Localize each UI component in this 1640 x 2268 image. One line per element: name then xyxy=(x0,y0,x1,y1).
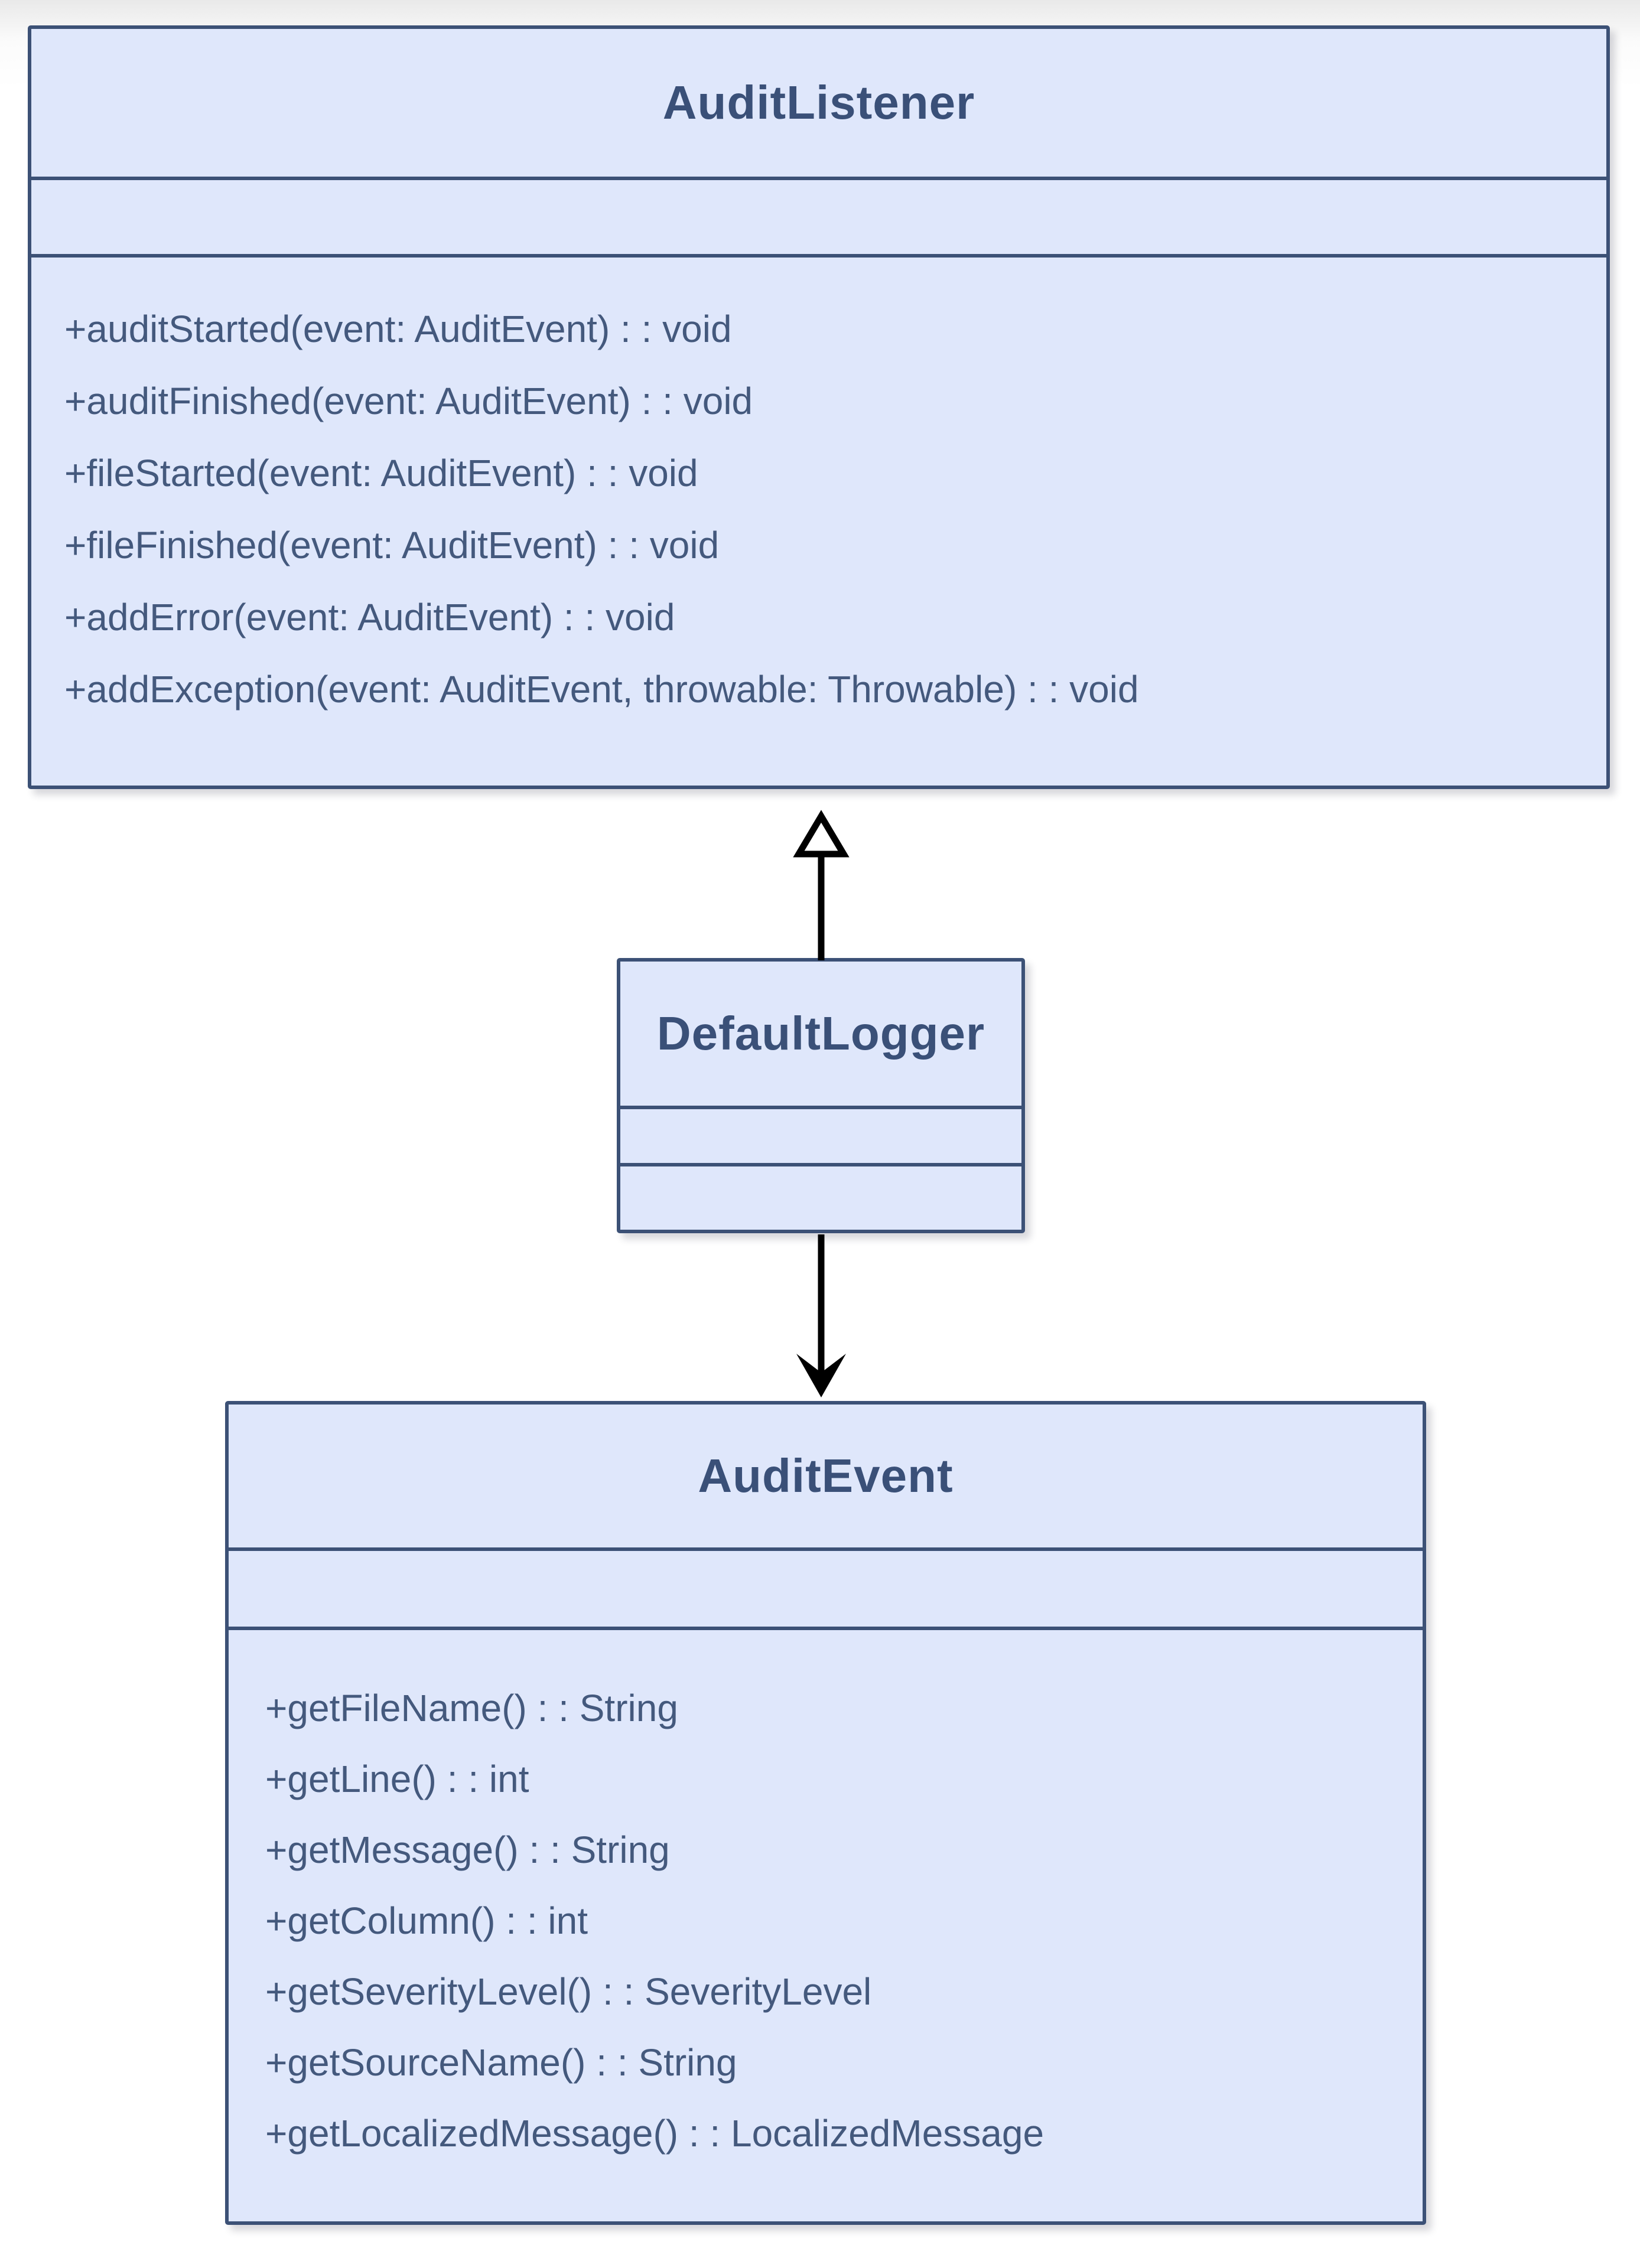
method-item: +getFileName() : : String xyxy=(265,1687,678,1729)
method-item: +getSourceName() : : String xyxy=(265,2041,737,2084)
method-item: +getSeverityLevel() : : SeverityLevel xyxy=(265,1970,872,2013)
method-item: +auditFinished(event: AuditEvent) : : vo… xyxy=(64,380,753,422)
methods-compartment: +getFileName() : : String +getLine() : : … xyxy=(229,1630,1423,2221)
attributes-compartment xyxy=(31,180,1606,258)
class-title: AuditListener xyxy=(31,29,1606,180)
attributes-compartment xyxy=(229,1551,1423,1630)
class-title: AuditEvent xyxy=(229,1405,1423,1551)
method-item: +getColumn() : : int xyxy=(265,1899,588,1942)
method-item: +getLocalizedMessage() : : LocalizedMess… xyxy=(265,2112,1044,2155)
attributes-compartment xyxy=(620,1109,1021,1166)
method-item: +addException(event: AuditEvent, throwab… xyxy=(64,668,1139,711)
methods-compartment: +auditStarted(event: AuditEvent) : : voi… xyxy=(31,258,1606,786)
hollow-triangle-arrowhead xyxy=(793,810,850,858)
method-item: +getLine() : : int xyxy=(265,1758,529,1800)
association-arrow-defaultlogger-to-auditevent xyxy=(796,1234,846,1397)
method-item: +auditStarted(event: AuditEvent) : : voi… xyxy=(64,308,732,350)
class-box-audit-listener: AuditListener +auditStarted(event: Audit… xyxy=(28,25,1610,789)
method-item: +addError(event: AuditEvent) : : void xyxy=(64,596,675,638)
class-box-default-logger: DefaultLogger xyxy=(617,958,1025,1233)
realization-arrow-defaultlogger-to-auditlistener xyxy=(793,810,850,960)
method-item: +fileStarted(event: AuditEvent) : : void xyxy=(64,452,698,494)
method-item: +fileFinished(event: AuditEvent) : : voi… xyxy=(64,524,720,566)
open-barbed-arrowhead xyxy=(796,1354,846,1397)
class-title: DefaultLogger xyxy=(620,962,1021,1109)
method-item: +getMessage() : : String xyxy=(265,1829,670,1871)
class-box-audit-event: AuditEvent +getFileName() : : String+get… xyxy=(225,1401,1426,2225)
methods-compartment xyxy=(620,1166,1021,1230)
